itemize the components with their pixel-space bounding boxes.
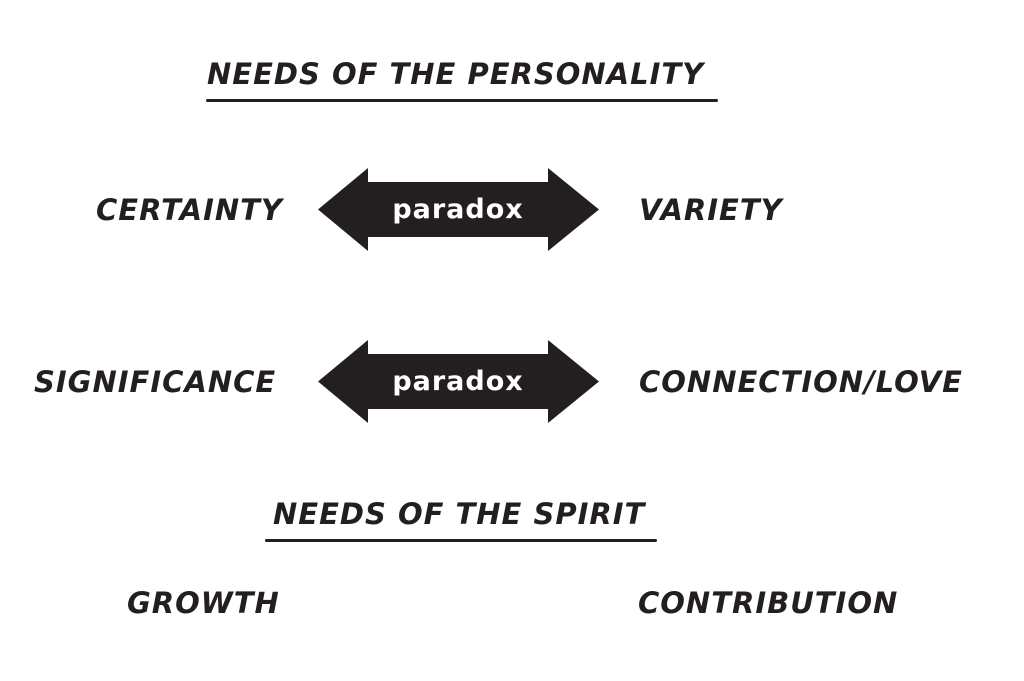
need-significance: SIGNIFICANCE [34,365,277,399]
heading-personality-underline [206,99,718,102]
need-contribution: CONTRIBUTION [638,586,899,620]
need-connection-love: CONNECTION/LOVE [639,365,963,399]
paradox-label: paradox [392,194,524,225]
paradox-label: paradox [392,366,524,397]
need-variety: VARIETY [639,193,783,227]
heading-needs-of-personality: NEEDS OF THE PERSONALITY [207,57,705,91]
need-certainty: CERTAINTY [96,193,283,227]
heading-spirit-underline [265,539,657,542]
double-arrow-icon [318,340,599,423]
need-growth: GROWTH [127,586,280,620]
heading-needs-of-spirit: NEEDS OF THE SPIRIT [273,497,646,531]
double-arrow-icon [318,168,599,251]
